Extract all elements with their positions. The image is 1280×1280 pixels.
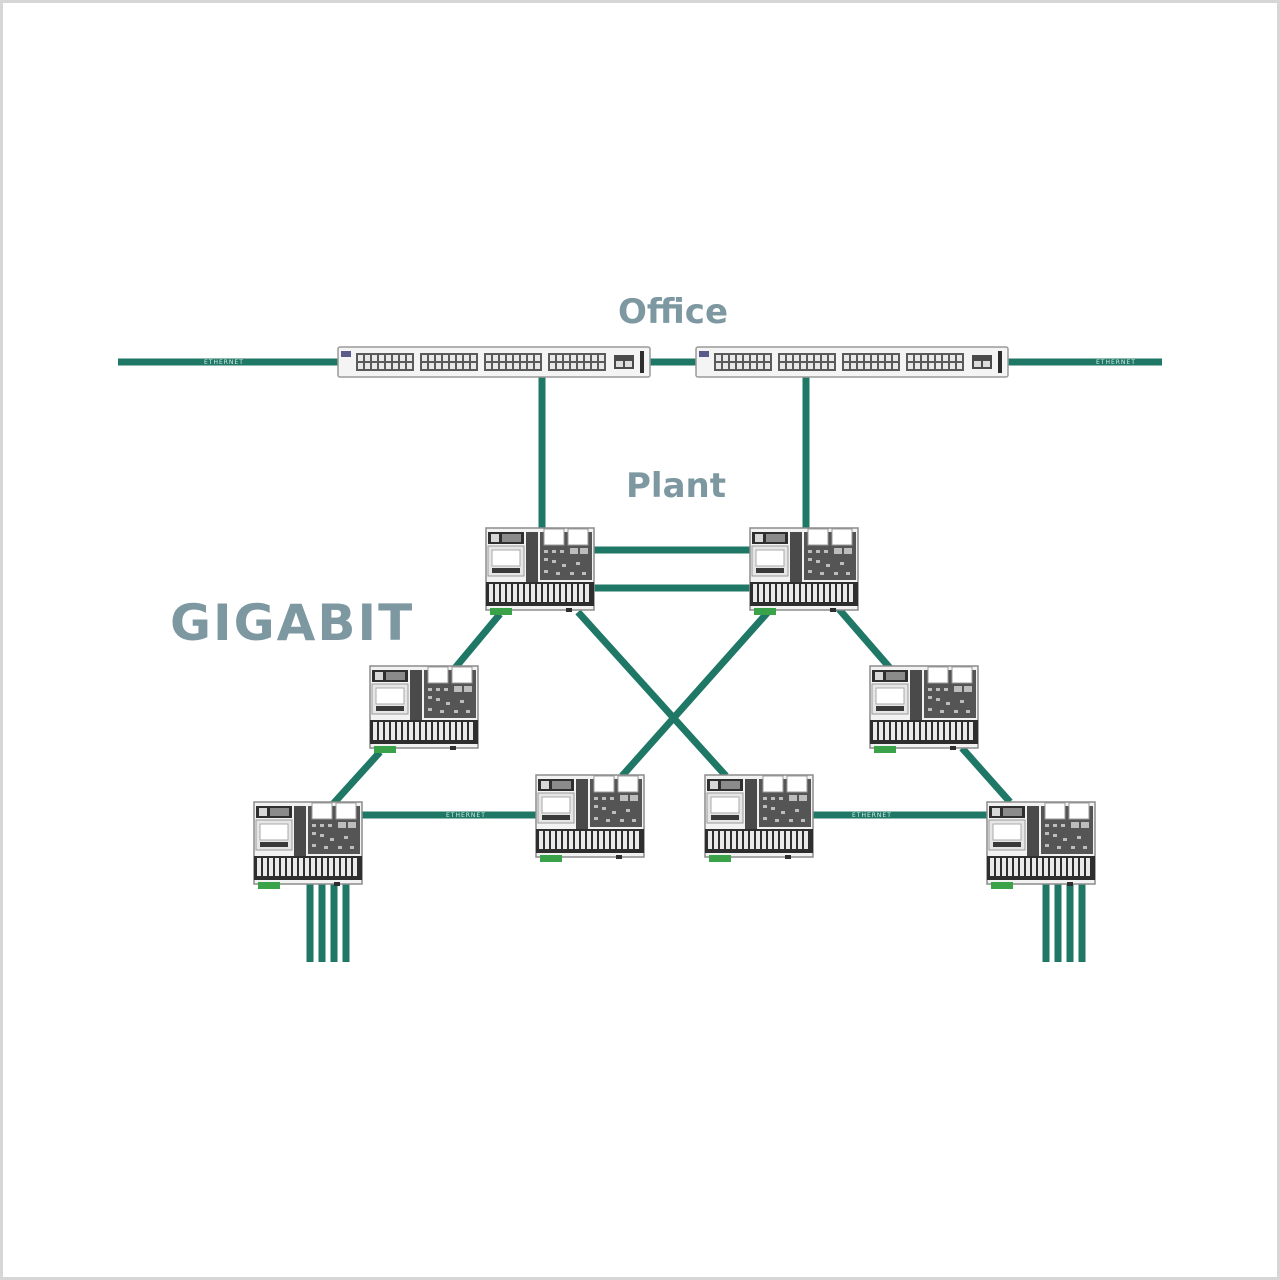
cable-label-office-left: ETHERNET — [204, 359, 244, 366]
cable-label-office-right: ETHERNET — [1096, 359, 1136, 366]
plant-label: Plant — [626, 466, 726, 506]
field-cables-right — [1042, 884, 1086, 962]
plant-controller-bottom-1 — [253, 801, 363, 890]
cable-label-bottom-left: ETHERNET — [446, 812, 486, 819]
plant-controller-bottom-4 — [986, 801, 1096, 890]
field-cables-left — [306, 884, 350, 962]
ring-topleft-midleft — [452, 611, 503, 671]
ring-midleft-bottom1 — [330, 749, 383, 807]
plant-controller-mid-right — [869, 665, 979, 754]
ethernet-cables: ETHERNET ETHERNET ETHERNET ETHERNET — [118, 358, 1162, 962]
cable-label-bottom-right: ETHERNET — [852, 812, 892, 819]
office-switch-left — [338, 347, 650, 377]
ring-topright-midright — [835, 605, 893, 671]
plant-controller-top-left — [485, 527, 595, 616]
office-label: Office — [618, 292, 728, 332]
cross-topright-bottom2 — [619, 609, 771, 779]
cross-topleft-bottom3 — [575, 609, 729, 779]
ring-midright-bottom4 — [959, 745, 1013, 805]
office-switch-right — [696, 347, 1008, 377]
plant-controller-top-right — [749, 527, 859, 616]
plant-controller-bottom-2 — [535, 774, 645, 863]
plant-controller-mid-left — [369, 665, 479, 754]
plant-controller-bottom-3 — [704, 774, 814, 863]
gigabit-label: GIGABIT — [170, 594, 414, 652]
